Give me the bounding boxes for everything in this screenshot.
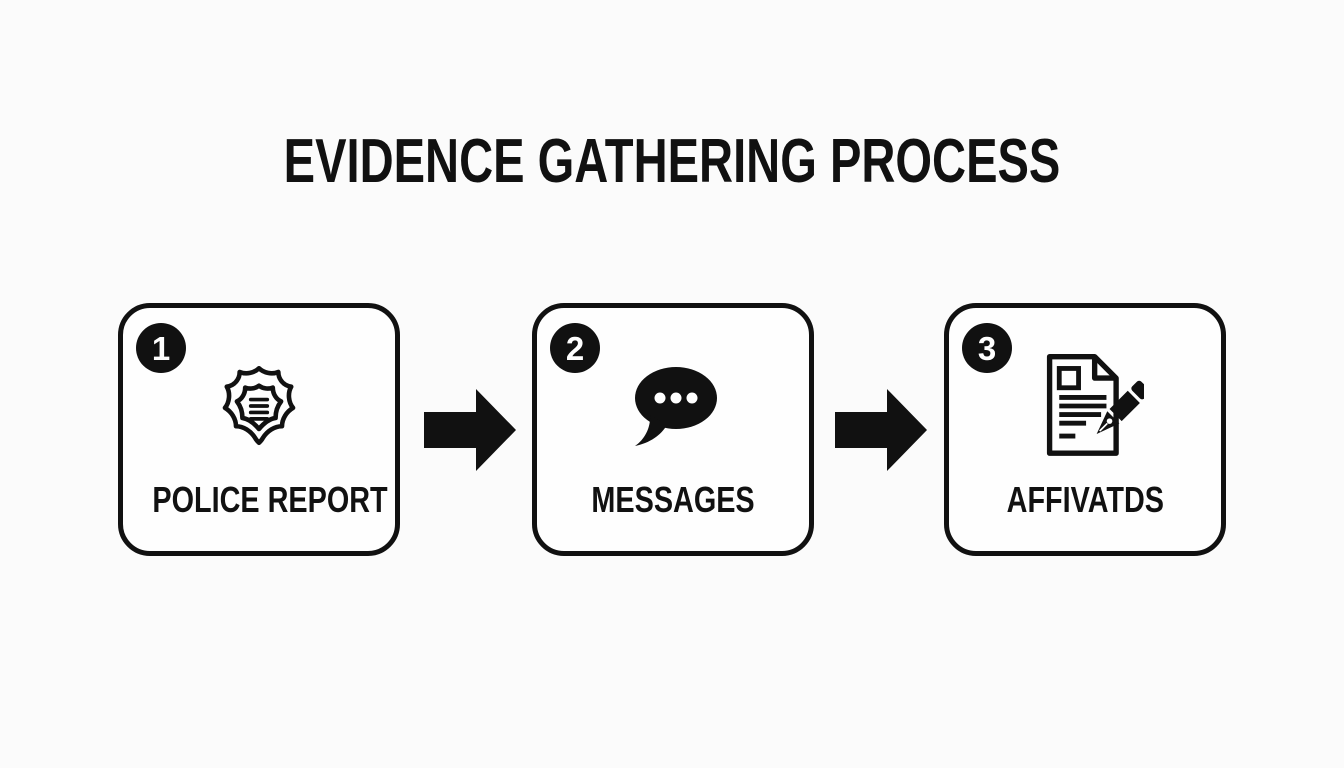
step-label-text: POLICE REPORT bbox=[152, 479, 388, 520]
step-number-badge: 1 bbox=[136, 323, 186, 373]
step-label: MESSAGES bbox=[537, 482, 809, 518]
document-pen-icon bbox=[949, 348, 1221, 463]
step-number-badge: 3 bbox=[962, 323, 1012, 373]
page-title: EVIDENCE GATHERING PROCESS bbox=[0, 131, 1344, 193]
step-label-text: MESSAGES bbox=[591, 479, 755, 520]
step-number-text: 3 bbox=[977, 329, 997, 367]
speech-bubble-icon bbox=[537, 348, 809, 463]
step-number-text: 2 bbox=[565, 329, 585, 367]
step-number-badge: 2 bbox=[550, 323, 600, 373]
page-title-text: EVIDENCE GATHERING PROCESS bbox=[283, 127, 1061, 196]
step-label-text: AFFIVATDS bbox=[1006, 479, 1164, 520]
arrow-right-icon bbox=[424, 387, 518, 473]
step-box-messages: 2 MESSAGES bbox=[532, 303, 814, 556]
step-box-affivatds: 3 bbox=[944, 303, 1226, 556]
arrow-right-icon bbox=[835, 387, 929, 473]
step-label: AFFIVATDS bbox=[949, 482, 1221, 518]
step-box-police-report: 1 POLICE REPORT bbox=[118, 303, 400, 556]
step-number-text: 1 bbox=[151, 329, 171, 367]
police-badge-icon bbox=[123, 348, 395, 463]
step-label: POLICE REPORT bbox=[123, 482, 395, 518]
